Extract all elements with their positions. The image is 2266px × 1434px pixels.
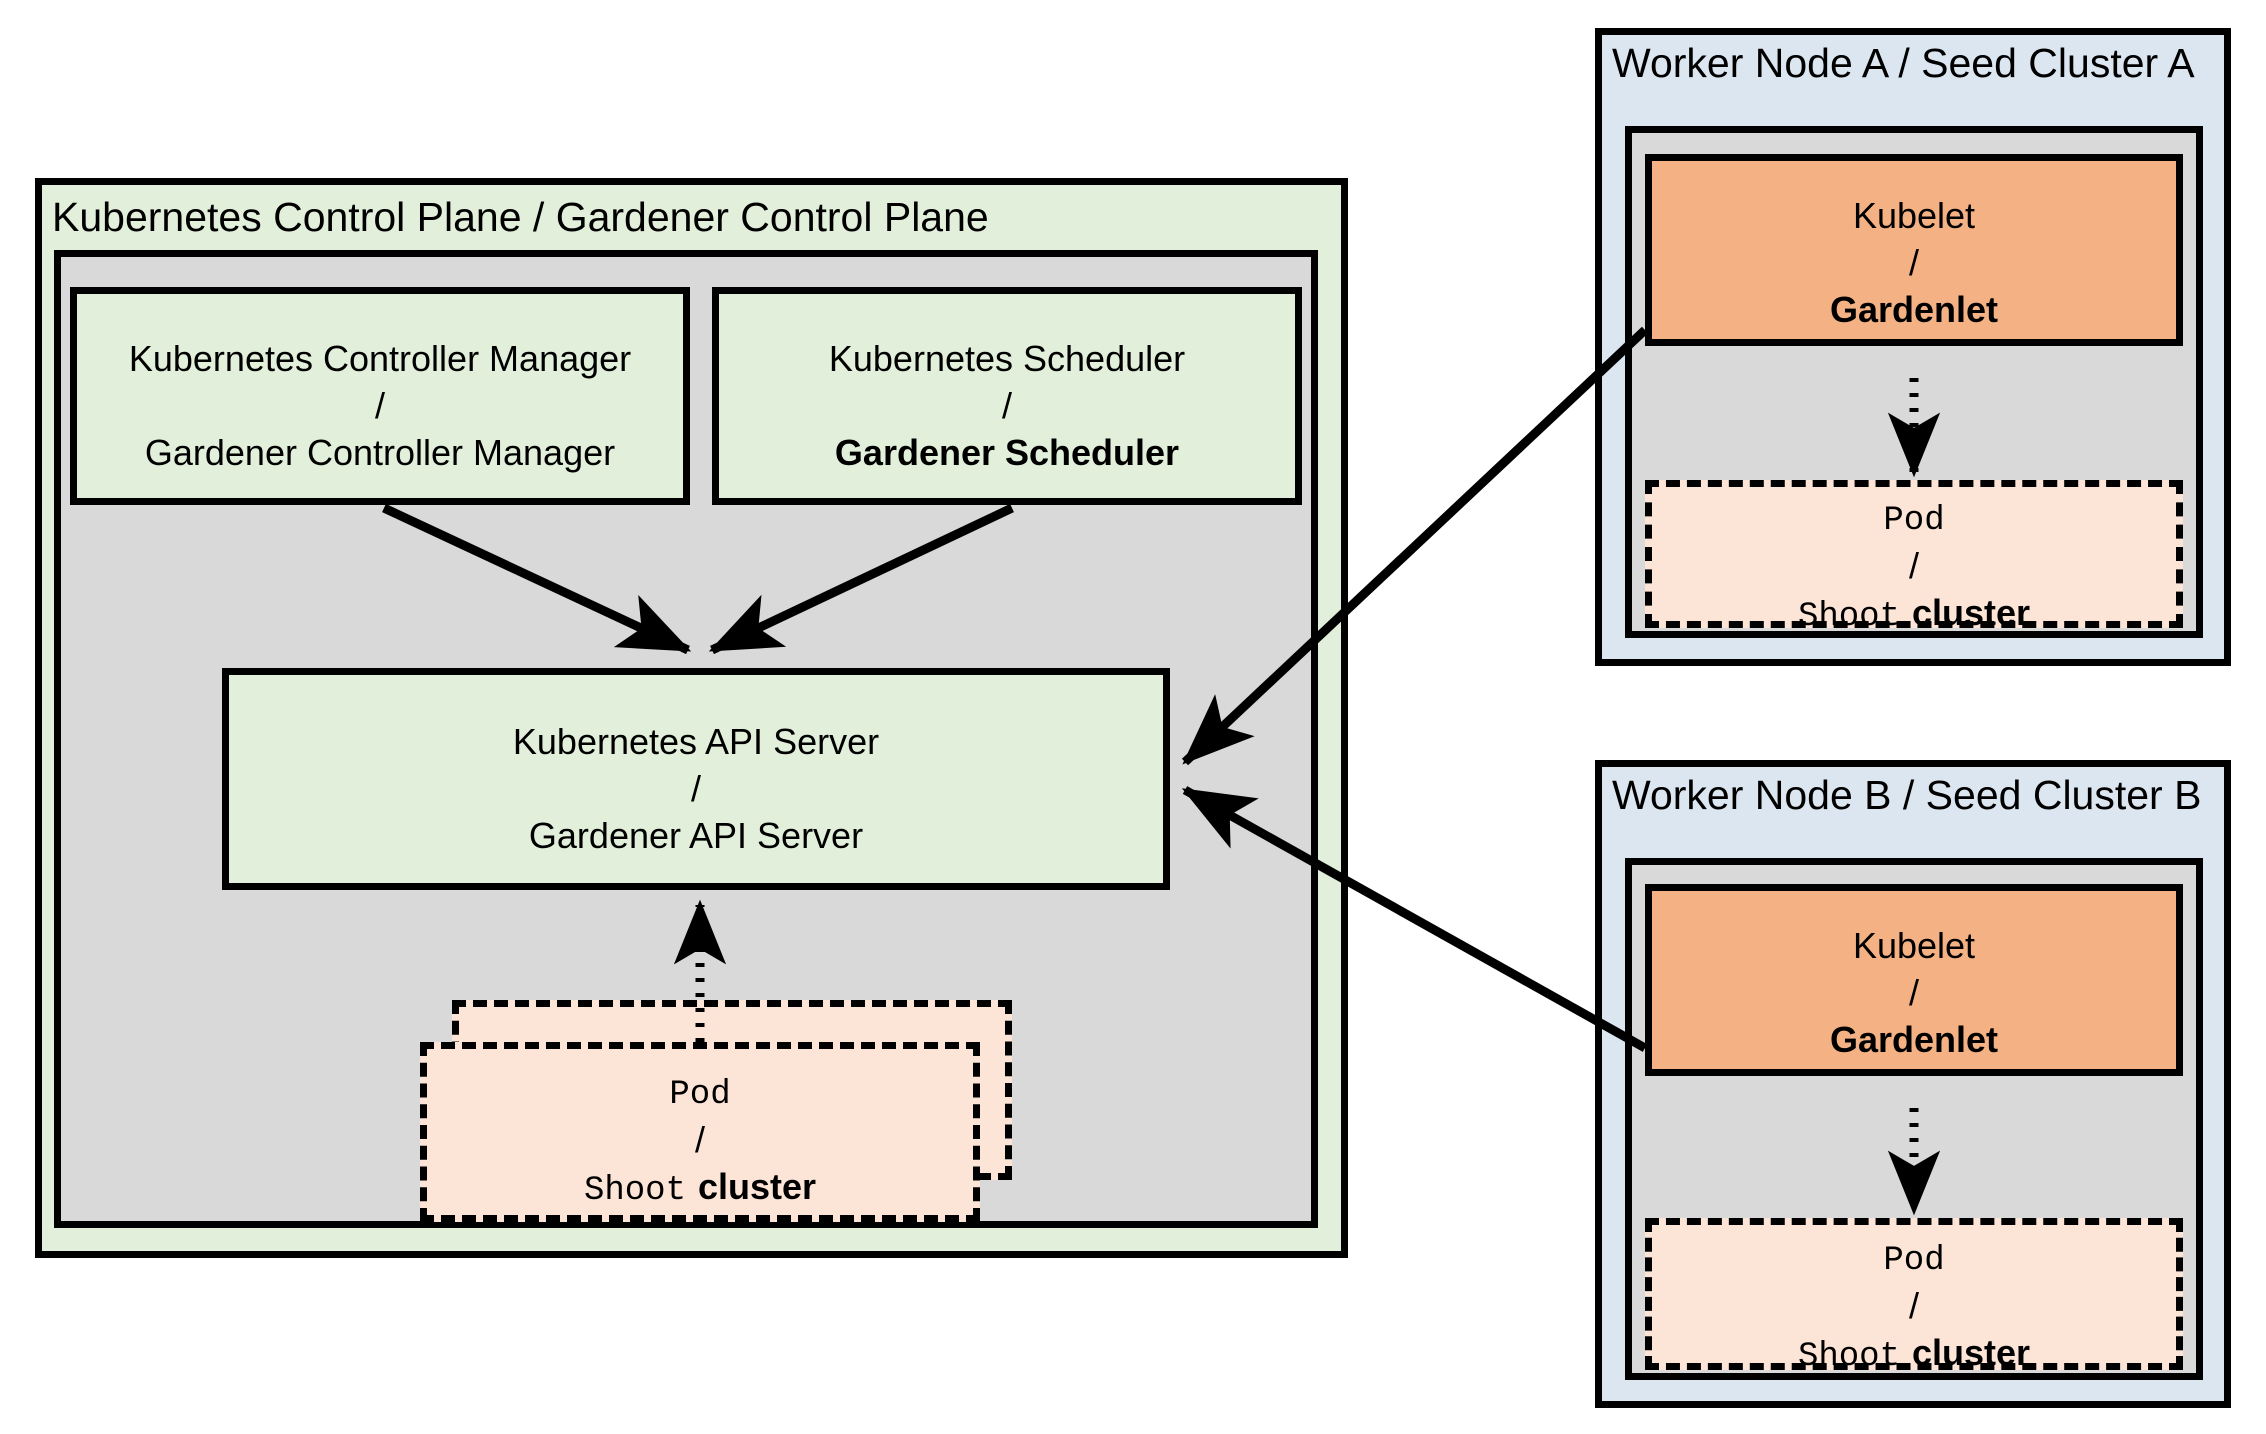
control-plane-pod-line2: Shoot cluster bbox=[427, 1164, 973, 1213]
worker-node-a-title: Worker Node A / Seed Cluster A bbox=[1612, 40, 2195, 86]
control-plane-pod-shoot: Shoot bbox=[583, 1171, 686, 1210]
worker-node-a-gardenlet-line2: Gardenlet bbox=[1829, 288, 1999, 330]
api-server-label: Kubernetes API Server / Gardener API Ser… bbox=[229, 719, 1163, 859]
controller-manager-separator: / bbox=[374, 384, 385, 426]
worker-node-a-kubelet-box[interactable]: Kubelet / Gardenlet bbox=[1645, 154, 2183, 346]
control-plane-pod-separator: / bbox=[694, 1119, 705, 1161]
worker-node-a-pod-line1: Pod bbox=[1883, 502, 1945, 540]
control-plane-pod-cluster: cluster bbox=[697, 1165, 817, 1207]
worker-node-b-kubelet-separator: / bbox=[1908, 971, 1919, 1013]
control-plane-pod-box[interactable]: Pod / Shoot cluster bbox=[420, 1042, 980, 1222]
worker-node-a-pod-line2: Shoot cluster bbox=[1652, 590, 2176, 639]
worker-node-a-kubelet-separator: / bbox=[1908, 241, 1919, 283]
control-plane-pod-line1: Pod bbox=[669, 1076, 731, 1114]
worker-node-a-pod-label: Pod / Shoot cluster bbox=[1652, 499, 2176, 639]
worker-node-a-kubelet-label: Kubelet / Gardenlet bbox=[1652, 193, 2176, 333]
kubernetes-scheduler-box[interactable]: Kubernetes Scheduler / Gardener Schedule… bbox=[712, 287, 1302, 505]
worker-node-b-kubelet-box[interactable]: Kubelet / Gardenlet bbox=[1645, 884, 2183, 1076]
worker-node-b-gardenlet-line2: Gardenlet bbox=[1829, 1018, 1999, 1060]
api-server-line2: Gardener API Server bbox=[528, 814, 864, 856]
worker-node-b-pod-line2: Shoot cluster bbox=[1652, 1330, 2176, 1379]
worker-node-a-pod-shoot: Shoot bbox=[1797, 597, 1900, 636]
worker-node-b-pod-cluster: cluster bbox=[1911, 1331, 2031, 1373]
worker-node-b-pod-shoot: Shoot bbox=[1797, 1337, 1900, 1376]
control-plane-title: Kubernetes Control Plane / Gardener Cont… bbox=[52, 194, 989, 240]
scheduler-separator: / bbox=[1001, 384, 1012, 426]
api-server-line1: Kubernetes API Server bbox=[512, 721, 880, 762]
control-plane-pod-label: Pod / Shoot cluster bbox=[427, 1073, 973, 1213]
kubernetes-controller-manager-box[interactable]: Kubernetes Controller Manager / Gardener… bbox=[70, 287, 690, 505]
api-server-separator: / bbox=[690, 767, 701, 809]
scheduler-line2: Gardener Scheduler bbox=[834, 431, 1180, 473]
controller-manager-line1: Kubernetes Controller Manager bbox=[128, 338, 632, 379]
worker-node-b-pod-label: Pod / Shoot cluster bbox=[1652, 1239, 2176, 1379]
worker-node-b-pod-separator: / bbox=[1908, 1285, 1919, 1327]
controller-manager-line2: Gardener Controller Manager bbox=[144, 431, 616, 473]
worker-node-b-pod-line1: Pod bbox=[1883, 1242, 1945, 1280]
controller-manager-label: Kubernetes Controller Manager / Gardener… bbox=[77, 336, 683, 476]
worker-node-a-pod-box[interactable]: Pod / Shoot cluster bbox=[1645, 480, 2183, 636]
kubernetes-api-server-box[interactable]: Kubernetes API Server / Gardener API Ser… bbox=[222, 668, 1170, 890]
worker-node-b-pod-box[interactable]: Pod / Shoot cluster bbox=[1645, 1218, 2183, 1376]
scheduler-line1: Kubernetes Scheduler bbox=[828, 338, 1186, 379]
worker-node-a-pod-cluster: cluster bbox=[1911, 591, 2031, 633]
worker-node-b-kubelet-label: Kubelet / Gardenlet bbox=[1652, 923, 2176, 1063]
worker-node-a-pod-separator: / bbox=[1908, 545, 1919, 587]
worker-node-b-title: Worker Node B / Seed Cluster B bbox=[1612, 772, 2202, 818]
worker-node-a-kubelet-line1: Kubelet bbox=[1852, 195, 1976, 236]
worker-node-b-kubelet-line1: Kubelet bbox=[1852, 925, 1976, 966]
scheduler-label: Kubernetes Scheduler / Gardener Schedule… bbox=[719, 336, 1295, 476]
